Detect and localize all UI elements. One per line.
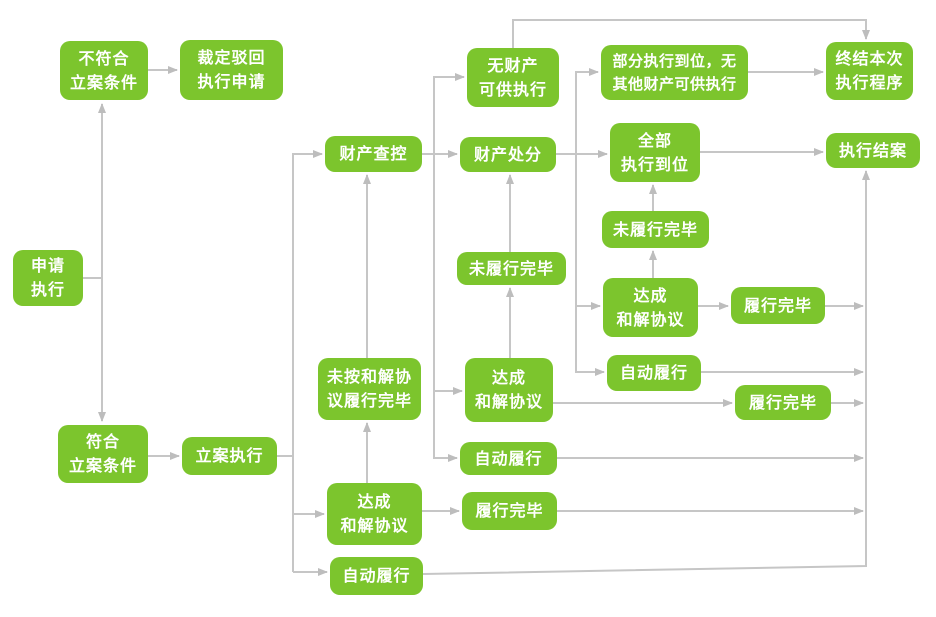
- node-fully-executed: 全部 执行到位: [610, 123, 700, 182]
- node-label: 无财产 可供执行: [478, 55, 547, 99]
- node-label: 终结本次 执行程序: [835, 49, 904, 92]
- node-label: 立案执行: [195, 446, 264, 465]
- edge-disposal-to-partial: [575, 68, 599, 154]
- node-label: 未履行完毕: [468, 258, 554, 278]
- node-auto-fulfill-bottom: 自动履行: [330, 557, 423, 595]
- node-ruling-reject-application: 裁定驳回 执行申请: [180, 40, 283, 100]
- node-file-execution: 立案执行: [182, 437, 277, 475]
- edge-auto-bottom-to-close: [422, 170, 870, 575]
- node-label: 自动履行: [619, 363, 688, 382]
- node-label: 部分执行到位，无 其他财产可供执行: [612, 52, 737, 93]
- node-not-per-settlement-fulfilled: 未按和解协 议履行完毕: [318, 358, 421, 420]
- node-label: 执行结案: [838, 140, 907, 160]
- edge-noprop-to-terminate: [512, 19, 870, 48]
- node-not-meet-filing-conditions: 不符合 立案条件: [60, 41, 148, 100]
- node-not-fulfilled-upper: 未履行完毕: [602, 211, 709, 248]
- node-fulfilled-lower: 履行完毕: [462, 492, 557, 530]
- edge-disposal-to-auto-upper: [575, 154, 605, 376]
- node-label: 符合 立案条件: [68, 432, 137, 475]
- node-label: 申请 执行: [30, 256, 65, 299]
- node-settlement-mid: 达成 和解协议: [465, 358, 553, 422]
- node-label: 履行完毕: [743, 295, 812, 315]
- node-property-disposal: 财产处分: [460, 137, 556, 172]
- edge-check-to-noprop: [433, 73, 465, 154]
- node-label: 自动履行: [342, 566, 411, 585]
- node-partial-executed-no-other-property: 部分执行到位，无 其他财产可供执行: [601, 45, 748, 100]
- node-terminate-current-execution: 终结本次 执行程序: [826, 42, 913, 100]
- node-label: 财产处分: [473, 144, 542, 164]
- node-label: 履行完毕: [748, 392, 817, 412]
- node-label: 履行完毕: [475, 501, 544, 520]
- node-not-fulfilled-mid: 未履行完毕: [457, 252, 566, 285]
- node-execution-closed: 执行结案: [826, 133, 920, 168]
- node-label: 自动履行: [474, 448, 543, 468]
- edge-file-to-check: [292, 150, 323, 572]
- node-settlement-lower: 达成 和解协议: [327, 483, 422, 545]
- node-label: 全部 执行到位: [620, 130, 689, 174]
- node-auto-fulfill-upper: 自动履行: [607, 355, 701, 391]
- node-label: 达成 和解协议: [474, 368, 543, 411]
- node-settlement-upper: 达成 和解协议: [603, 278, 698, 337]
- node-label: 财产查控: [339, 144, 408, 163]
- node-label: 达成 和解协议: [340, 492, 409, 535]
- node-property-investigation: 财产查控: [325, 136, 422, 172]
- node-fulfilled-upper: 履行完毕: [731, 287, 825, 324]
- node-meet-filing-conditions: 符合 立案条件: [58, 425, 148, 483]
- node-label: 未按和解协 议履行完毕: [326, 367, 412, 410]
- node-label: 未履行完毕: [612, 219, 698, 239]
- node-fulfilled-mid: 履行完毕: [735, 385, 831, 420]
- edge-check-to-auto-mid: [433, 154, 458, 462]
- node-apply-execution: 申请 执行: [13, 250, 83, 306]
- node-label: 裁定驳回 执行申请: [197, 48, 266, 91]
- node-label: 达成 和解协议: [616, 285, 685, 329]
- node-no-property-executable: 无财产 可供执行: [467, 48, 559, 107]
- node-auto-fulfill-mid: 自动履行: [460, 442, 557, 475]
- node-label: 不符合 立案条件: [69, 48, 138, 92]
